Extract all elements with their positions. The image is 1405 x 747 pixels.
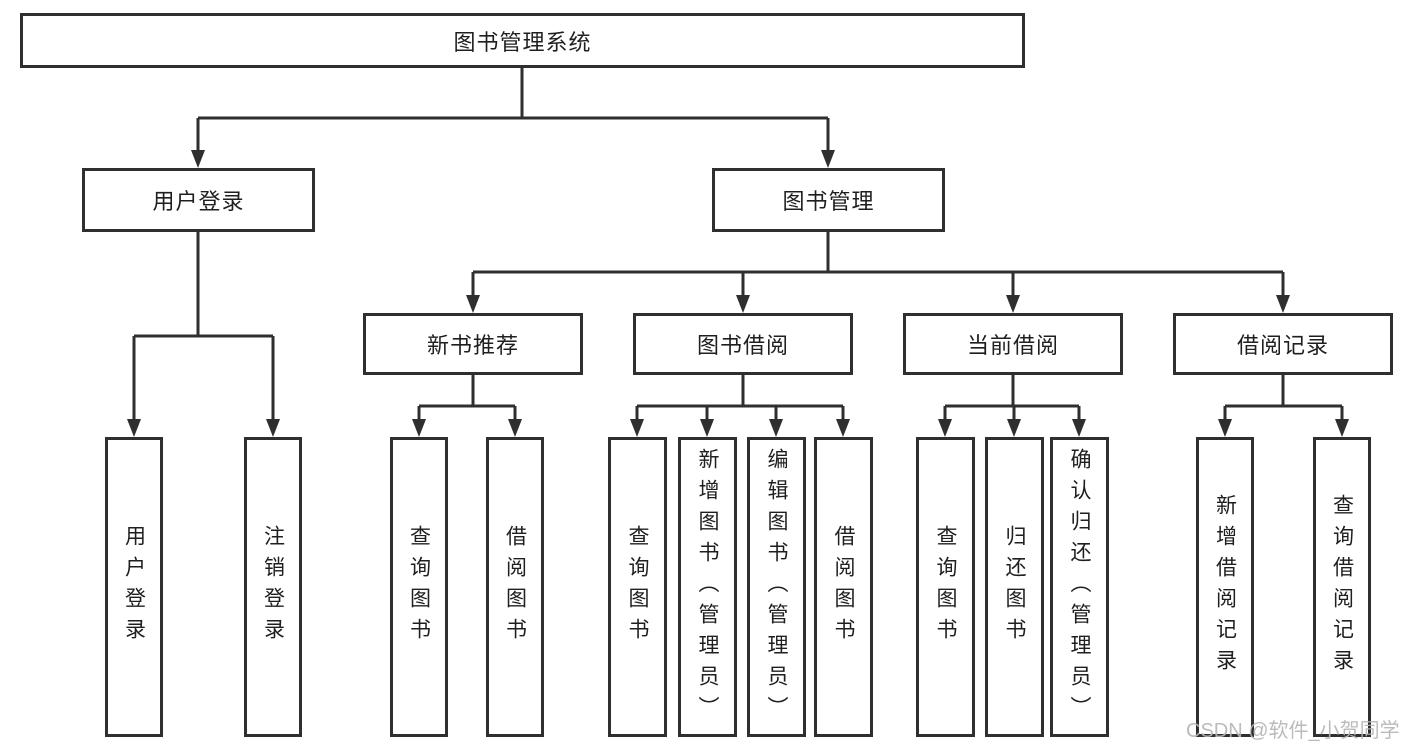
node-label: 用户登录 (122, 525, 146, 649)
edge-new-book-rec-children (412, 375, 522, 437)
leaf-br-query-record: 查询借阅记录 (1313, 437, 1371, 737)
node-label: 图书管理 (782, 189, 875, 214)
node-label: 确认归还（管理员） (1068, 447, 1091, 727)
node-label: 当前借阅 (966, 333, 1059, 358)
node-label: 借阅图书 (832, 525, 855, 649)
leaf-rec-query-books: 查询图书 (390, 437, 448, 737)
leaf-bb-borrow-books: 借阅图书 (814, 437, 873, 737)
leaf-bb-add-books-admin: 新增图书（管理员） (678, 437, 737, 737)
leaf-cb-return-books: 归还图书 (985, 437, 1044, 737)
node-label: 新书推荐 (426, 333, 519, 358)
node-label: 编辑图书（管理员） (765, 447, 788, 727)
node-label: 图书管理系统 (453, 29, 592, 55)
node-label: 注销登录 (261, 525, 285, 649)
edge-root-to-level2 (191, 68, 835, 168)
edge-book-mgmt-children (466, 232, 1290, 313)
leaf-cb-confirm-return-admin: 确认归还（管理员） (1050, 437, 1109, 737)
leaf-br-add-record: 新增借阅记录 (1196, 437, 1254, 737)
node-label: 查询图书 (934, 525, 957, 649)
node-book-mgmt: 图书管理 (712, 168, 945, 232)
leaf-logout: 注销登录 (244, 437, 302, 737)
node-book-borrow: 图书借阅 (633, 313, 853, 375)
node-label: 新增图书（管理员） (696, 447, 719, 727)
leaf-bb-edit-books-admin: 编辑图书（管理员） (747, 437, 806, 737)
edge-borrow-record-children (1218, 375, 1349, 437)
node-current-borrow: 当前借阅 (903, 313, 1123, 375)
node-new-book-rec: 新书推荐 (363, 313, 583, 375)
leaf-bb-query-books: 查询图书 (608, 437, 667, 737)
node-label: 查询图书 (626, 525, 649, 649)
node-label: 新增借阅记录 (1213, 494, 1237, 680)
node-borrow-record: 借阅记录 (1173, 313, 1393, 375)
node-label: 图书借阅 (696, 333, 789, 358)
edge-current-borrow-children (938, 375, 1086, 437)
edge-user-login-children (127, 232, 280, 437)
leaf-rec-borrow-books: 借阅图书 (486, 437, 544, 737)
node-label: 借阅图书 (503, 525, 527, 649)
edge-book-borrow-children (630, 375, 850, 437)
node-user-login: 用户登录 (82, 168, 315, 232)
node-label: 归还图书 (1003, 525, 1026, 649)
node-root: 图书管理系统 (20, 13, 1025, 68)
leaf-user-login: 用户登录 (105, 437, 163, 737)
csdn-watermark: CSDN @软件_小贺同学 (1186, 720, 1400, 742)
node-label: 查询图书 (407, 525, 431, 649)
node-label: 查询借阅记录 (1330, 494, 1354, 680)
node-label: 借阅记录 (1236, 333, 1329, 358)
leaf-cb-query-books: 查询图书 (916, 437, 975, 737)
node-label: 用户登录 (152, 189, 245, 214)
